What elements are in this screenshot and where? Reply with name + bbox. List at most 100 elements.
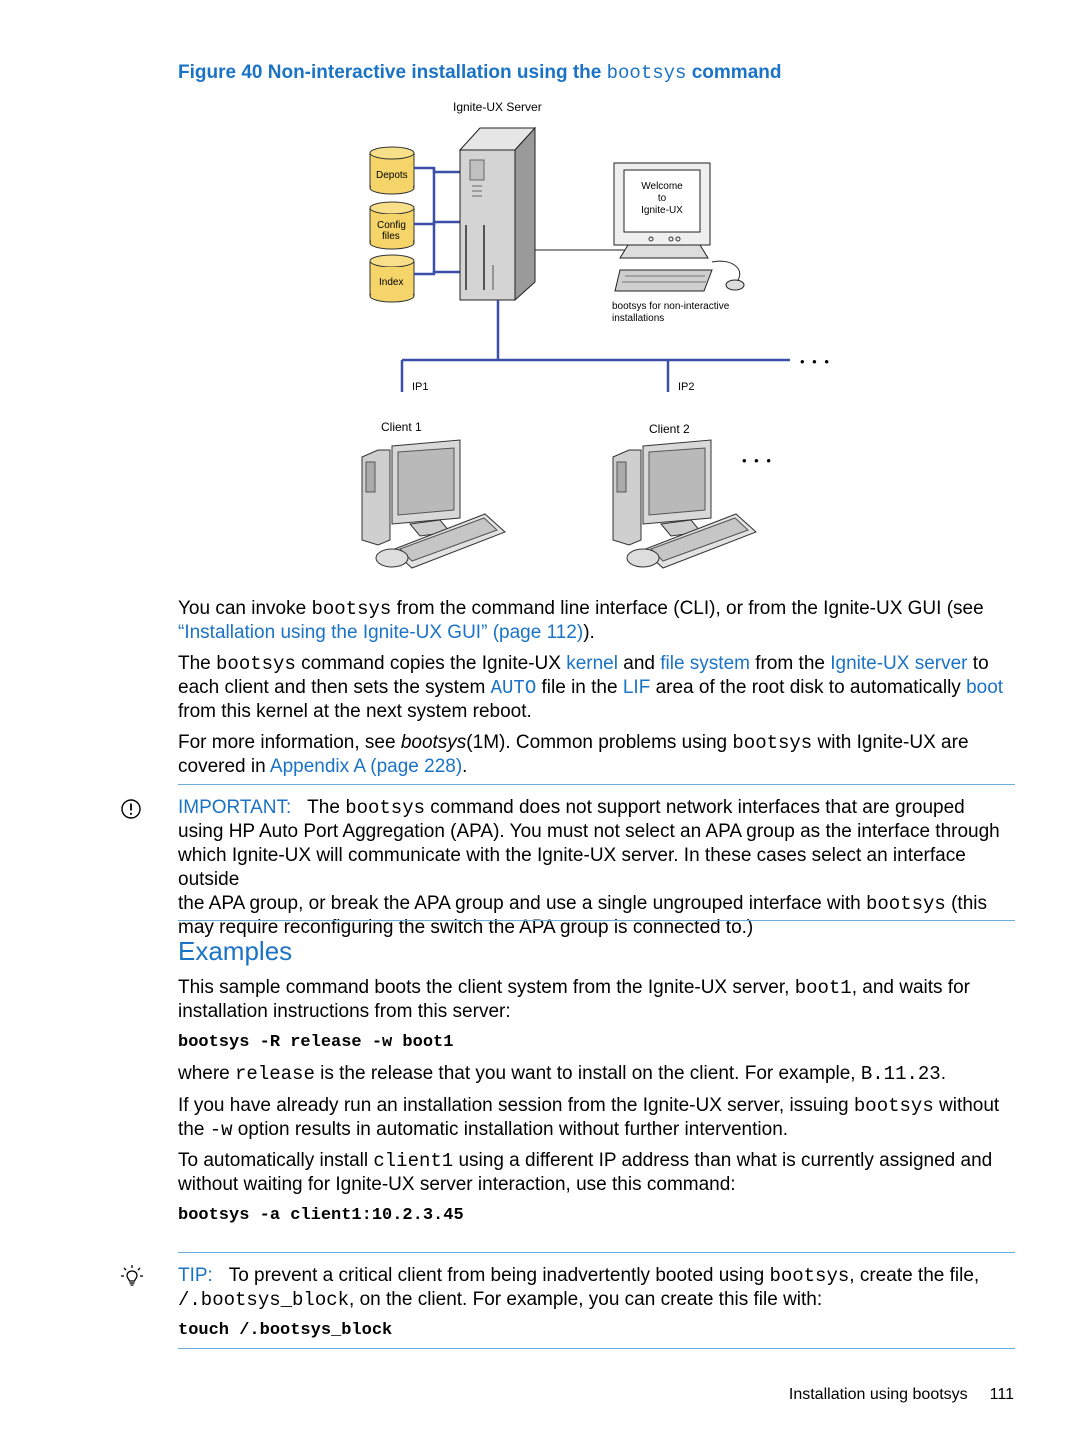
text: using HP Auto Port Aggregation (APA). Yo…	[178, 821, 1000, 842]
link-ignite-server[interactable]: Ignite-UX server	[830, 653, 968, 674]
code-bootsys: bootsys	[732, 732, 813, 754]
text: the	[178, 1119, 210, 1140]
text: using a different IP address than what i…	[453, 1150, 993, 1171]
text: command does not support network interfa…	[425, 797, 965, 818]
important-notice: IMPORTANT: The bootsys command does not …	[178, 796, 1018, 940]
text: file in the	[536, 677, 623, 698]
text: , and waits for	[851, 977, 970, 998]
emphasis-bootsys: bootsys	[400, 732, 467, 753]
command-example-1: bootsys -R release -w boot1	[178, 1033, 454, 1052]
code-bootsys: bootsys	[769, 1265, 850, 1287]
text: For more information, see	[178, 732, 401, 753]
storage-connectors	[414, 166, 460, 276]
link-appendix-a[interactable]: Appendix A (page 228)	[269, 756, 463, 777]
code-bootsys: bootsys	[216, 653, 296, 675]
link-boot[interactable]: boot	[966, 677, 1004, 698]
client1-workstation-icon	[361, 439, 506, 569]
text: with Ignite-UX are	[812, 732, 969, 753]
text: without waiting for Ignite-UX server int…	[178, 1174, 736, 1195]
console-monitor-icon: Welcome to Ignite-UX	[613, 162, 745, 292]
divider	[178, 784, 1015, 785]
text: command copies the Ignite-UX	[295, 653, 567, 674]
link-file-system[interactable]: file system	[660, 653, 750, 674]
code-version: B.11.23	[860, 1063, 941, 1085]
text: from this kernel at the next system rebo…	[178, 701, 532, 722]
divider	[178, 1252, 1015, 1253]
text: The	[307, 797, 346, 818]
client1-label: Client 1	[381, 420, 422, 434]
text: (1M). Common problems using	[466, 732, 733, 753]
text: and	[617, 653, 661, 674]
examples-heading: Examples	[178, 936, 293, 966]
footer-title: Installation using bootsys	[788, 1386, 968, 1403]
code-client1: client1	[373, 1150, 454, 1172]
text: .	[462, 756, 468, 777]
server-label: Ignite-UX Server	[453, 100, 542, 114]
caption-prefix: Figure 40 Non-interactive installation u…	[178, 62, 602, 83]
text: .	[940, 1063, 946, 1084]
link-auto[interactable]: AUTO	[490, 677, 537, 699]
link-lif[interactable]: LIF	[622, 677, 651, 698]
divider	[178, 1348, 1015, 1349]
text: installation instructions from this serv…	[178, 1001, 511, 1022]
config-label: Config	[377, 220, 406, 231]
clients-ellipsis: • • •	[742, 453, 773, 468]
text: from the command line interface (CLI), o…	[391, 598, 984, 619]
text: You can invoke	[178, 598, 312, 619]
link-kernel[interactable]: kernel	[566, 653, 618, 674]
text: the APA group, or break the APA group an…	[178, 893, 866, 914]
depots-label: Depots	[376, 170, 408, 181]
code-release: release	[235, 1063, 315, 1085]
paragraph-auto-install: To automatically install client1 using a…	[178, 1149, 1018, 1197]
divider	[178, 920, 1015, 921]
text: from the	[749, 653, 831, 674]
text: may require reconfiguring the switch the…	[178, 917, 754, 938]
client2-label: Client 2	[649, 422, 690, 436]
code-bootsys: bootsys	[866, 893, 946, 915]
important-icon	[121, 799, 141, 819]
page-number: 111	[989, 1386, 1014, 1403]
client2-workstation-icon	[612, 439, 757, 569]
config-cylinder-icon: Config files	[369, 201, 415, 250]
network-diagram: Ignite-UX Server Depots Config files Ind…	[361, 100, 829, 569]
server-tower-icon	[458, 126, 537, 302]
link-ignite-gui[interactable]: “Installation using the Ignite-UX GUI” (…	[178, 622, 584, 643]
text: area of the root disk to automatically	[650, 677, 967, 698]
files-label: files	[382, 231, 400, 242]
index-cylinder-icon: Index	[369, 254, 415, 303]
paragraph-more-info: For more information, see bootsys(1M). C…	[178, 731, 1018, 779]
text: , create the file,	[849, 1265, 980, 1286]
depots-cylinder-icon: Depots	[369, 146, 415, 195]
text: To prevent a critical client from being …	[228, 1265, 770, 1286]
code-bootsys: bootsys	[311, 598, 392, 620]
text: , on the client. For example, you can cr…	[349, 1289, 823, 1310]
text: covered in	[178, 756, 270, 777]
paragraph-where-release: where release is the release that you wa…	[178, 1062, 1018, 1086]
text: is the release that you want to install …	[314, 1063, 861, 1084]
text: If you have already run an installation …	[178, 1095, 854, 1116]
code-boot1: boot1	[794, 977, 852, 999]
code-bootsys: bootsys	[345, 797, 426, 819]
text: The	[178, 653, 217, 674]
command-example-2: bootsys -a client1:10.2.3.45	[178, 1206, 464, 1225]
paragraph-invoke: You can invoke bootsys from the command …	[178, 597, 1018, 645]
text: where	[178, 1063, 236, 1084]
text: which Ignite-UX will communicate with th…	[178, 845, 966, 890]
lightbulb-icon	[121, 1265, 143, 1286]
text: option results in automatic installation…	[232, 1119, 789, 1140]
network-bus	[400, 300, 790, 392]
tip-notice: TIP: To prevent a critical client from b…	[178, 1264, 1018, 1312]
text: without	[933, 1095, 1000, 1116]
text: To automatically install	[178, 1150, 374, 1171]
bootsys-note-line1: bootsys for non-interactive	[612, 301, 730, 312]
paragraph-already-run: If you have already run an installation …	[178, 1094, 1018, 1142]
tip-label: TIP:	[178, 1265, 213, 1286]
code-bootsys: bootsys	[853, 1095, 934, 1117]
welcome-text-2: to	[658, 193, 667, 204]
caption-code: bootsys	[606, 62, 687, 84]
text: ).	[583, 622, 595, 643]
important-label: IMPORTANT:	[178, 797, 292, 818]
text: (this	[945, 893, 988, 914]
ip1-label: IP1	[412, 381, 429, 393]
text: each client and then sets the system	[178, 677, 491, 698]
